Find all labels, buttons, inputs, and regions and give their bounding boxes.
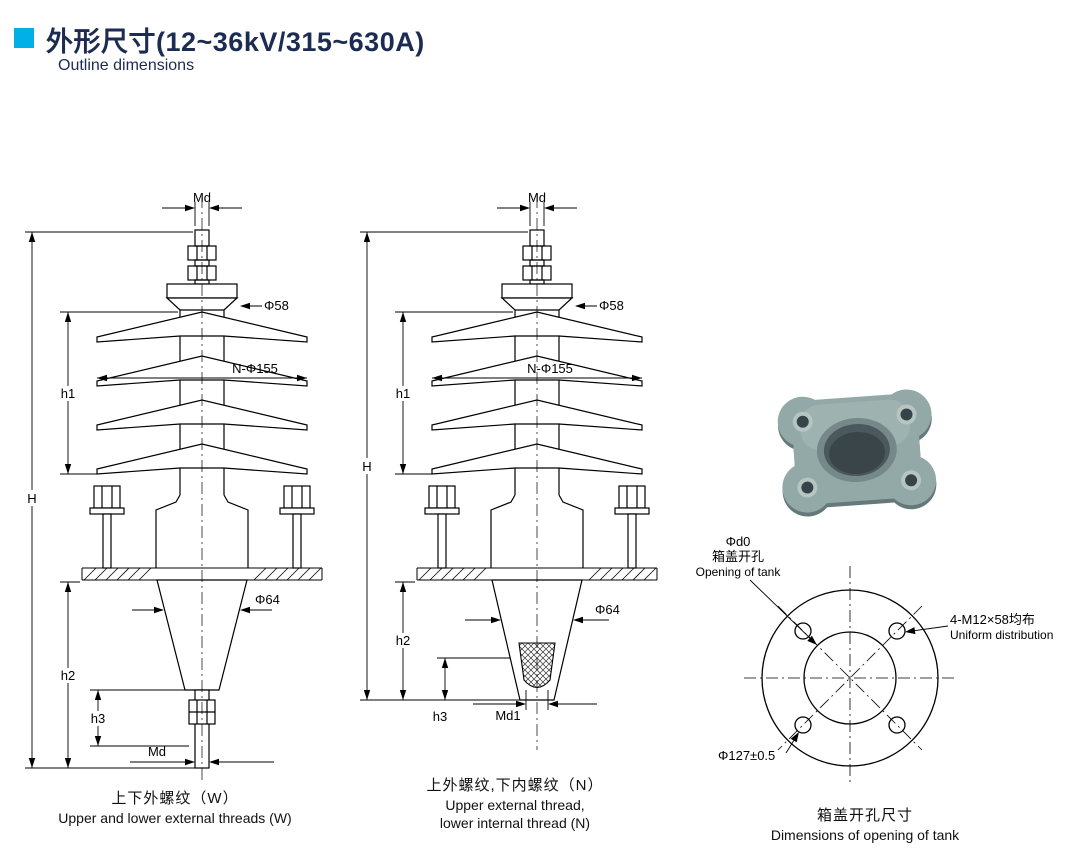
dim-label-h2: h2 [396, 633, 410, 648]
caption-tank-en: Dimensions of opening of tank [770, 826, 960, 843]
bolt-hole [794, 622, 812, 640]
bolt-hole [794, 716, 812, 734]
sheds [96, 311, 308, 475]
base-body [155, 494, 249, 568]
base-body [490, 494, 584, 568]
caption-n-en-line1: Upper external thread, [445, 796, 585, 813]
label-bolt-spec-en: Uniform distribution [950, 628, 1053, 642]
caption-figure-tank: 箱盖开孔尺寸 Dimensions of opening of tank [700, 806, 1030, 844]
dim-label-d64: Φ64 [255, 592, 280, 607]
figure-w-drawing: H h1 h2 h3 Md Φ58 N-Φ155 Φ64 Md [23, 190, 323, 782]
dim-label-h1: h1 [396, 386, 410, 401]
caption-n-zh: 上外螺纹,下内螺纹（N） [426, 777, 604, 794]
title-bullet [14, 28, 34, 48]
side-bolt-left [89, 485, 125, 569]
dim-label-h1: h1 [61, 386, 75, 401]
dim-label-h3: h3 [433, 709, 447, 724]
title-bullet-square [14, 28, 34, 48]
dim-label-md-top: Md [528, 190, 546, 205]
dim-label-h3: h3 [91, 711, 105, 726]
caption-w-zh: 上下外螺纹（W） [111, 790, 239, 807]
dim-label-md1: Md1 [495, 708, 520, 723]
lower-cone [156, 579, 248, 691]
dimension-labels: H h1 h2 h3 Md Φ58 N-Φ155 Φ64 Md [23, 190, 289, 759]
dim-label-d58: Φ58 [599, 298, 624, 313]
dim-label-n155: N-Φ155 [232, 361, 278, 376]
dimension-arrows [28, 204, 307, 768]
dim-label-H: H [27, 491, 36, 506]
flange-bolt-holes [792, 404, 922, 498]
bolt-hole [888, 716, 906, 734]
dim-label-n155: N-Φ155 [527, 361, 573, 376]
label-bolt-spec: 4-M12×58均布 [950, 612, 1035, 627]
sheds [431, 311, 643, 475]
tank-labels: Φd0 箱盖开孔 Opening of tank 4-M12×58均布 Unif… [696, 534, 1054, 763]
centerlines [744, 566, 956, 784]
caption-figure-n: 上外螺纹,下内螺纹（N） Upper external thread, lowe… [360, 776, 670, 832]
dimension-labels: H h1 h2 h3 Md Φ58 N-Φ155 Φ64 Md1 [358, 190, 624, 724]
flange-outline-circle [761, 589, 939, 767]
hatch-marks [418, 567, 657, 581]
bolt-hole [888, 622, 906, 640]
hatch-marks [83, 567, 322, 581]
page-subtitle: Outline dimensions [58, 57, 195, 74]
caption-tank-zh: 箱盖开孔尺寸 [816, 807, 913, 824]
flange-center-hole-inner [829, 431, 886, 475]
figure-n-drawing: H h1 h2 h3 Md Φ58 N-Φ155 Φ64 Md1 [358, 190, 658, 750]
figure-n-geometry [416, 229, 658, 701]
dim-label-d64: Φ64 [595, 602, 620, 617]
dim-label-H: H [362, 459, 371, 474]
label-opening-zh: 箱盖开孔 [712, 549, 764, 564]
opening-circle [803, 631, 897, 725]
dim-label-md-bottom: Md [148, 744, 166, 759]
caption-n-en-line2: lower internal thread (N) [439, 814, 591, 831]
dim-label-h2: h2 [61, 668, 75, 683]
flange-3d-image [777, 389, 937, 517]
leader-lines [749, 579, 949, 754]
figure-w-geometry [81, 229, 323, 769]
dim-label-md-top: Md [193, 190, 211, 205]
side-bolt-right [279, 485, 315, 569]
caption-figure-w: 上下外螺纹（W） Upper and lower external thread… [15, 789, 335, 827]
circles [761, 589, 939, 767]
dimension-arrows [363, 204, 642, 708]
caption-w-en: Upper and lower external threads (W) [58, 809, 292, 826]
label-opening-en: Opening of tank [696, 565, 782, 579]
side-bolt-left [424, 485, 460, 569]
mounting-flange [416, 567, 658, 581]
page-title: 外形尺寸(12~36kV/315~630A) [46, 27, 425, 57]
label-d0: Φd0 [726, 534, 751, 549]
dim-label-d58: Φ58 [264, 298, 289, 313]
label-bolt-circle: Φ127±0.5 [718, 748, 775, 763]
flange-3d-group [777, 389, 937, 517]
side-bolt-right [614, 485, 650, 569]
leader-arrows [790, 627, 916, 743]
top-cap [165, 283, 239, 311]
tank-opening-drawing: Φd0 箱盖开孔 Opening of tank 4-M12×58均布 Unif… [696, 534, 1054, 784]
dimension-lines [25, 202, 307, 769]
